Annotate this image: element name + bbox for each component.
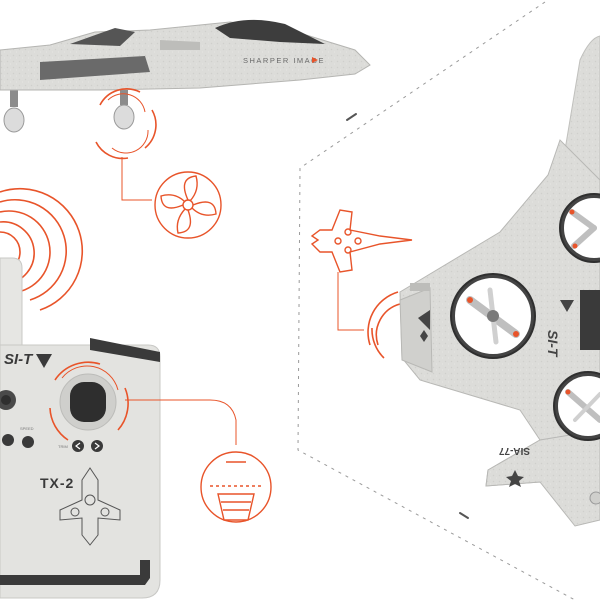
chevron-left-icon bbox=[75, 442, 81, 450]
right-joystick[interactable] bbox=[70, 382, 106, 422]
chevron-right-icon bbox=[94, 442, 100, 450]
rotor-middle bbox=[450, 273, 536, 359]
trim-left-button[interactable] bbox=[72, 440, 84, 452]
controller-logo: SI-T bbox=[4, 351, 34, 368]
wheel-callout bbox=[95, 88, 157, 160]
rear-wheel bbox=[113, 104, 135, 130]
wheel-callout-line bbox=[121, 157, 152, 201]
controller-body bbox=[0, 344, 161, 599]
front-wheel bbox=[3, 107, 25, 133]
brand-text: SHARPER IMAGE bbox=[243, 56, 325, 65]
joystick-callout bbox=[49, 361, 129, 441]
speed-label: SPEED bbox=[20, 426, 34, 431]
jet-icon bbox=[310, 209, 413, 273]
signal-rings bbox=[0, 187, 84, 311]
star-icon bbox=[420, 330, 428, 342]
side-stripe bbox=[40, 56, 150, 80]
drone-intake bbox=[399, 287, 433, 373]
tail-label: SIA-77 bbox=[498, 445, 530, 456]
remote-controller: SI-T SPEED TRIM TX-2 bbox=[0, 257, 161, 599]
rear-gear-strut bbox=[120, 85, 128, 105]
jet-callout-line bbox=[337, 272, 364, 331]
joystick-callout-line bbox=[125, 399, 237, 445]
gimbal-icon bbox=[200, 451, 272, 523]
rotor-bottom bbox=[553, 371, 600, 441]
side-vent bbox=[160, 40, 200, 50]
intake-vent bbox=[410, 283, 430, 291]
controller-bottom-stripe bbox=[0, 560, 150, 585]
drone-tail bbox=[485, 429, 600, 527]
trim-right-button[interactable] bbox=[91, 440, 103, 452]
rear-callout bbox=[367, 291, 401, 359]
drone-top-view: SI-T SIA-77 bbox=[399, 35, 600, 527]
brand-arrow bbox=[312, 57, 318, 63]
controller-logo-mark bbox=[36, 354, 52, 368]
speed-button[interactable] bbox=[22, 436, 34, 448]
propeller-icon bbox=[154, 171, 222, 239]
controller-antenna bbox=[0, 257, 23, 346]
tail-speaker bbox=[589, 491, 600, 505]
intake-chevron-icon bbox=[418, 310, 430, 330]
drone-nose bbox=[564, 35, 600, 191]
controller-top-band bbox=[90, 338, 160, 362]
tail-star-icon bbox=[506, 470, 524, 487]
tail-fin bbox=[70, 28, 135, 46]
controller-jet-outline bbox=[59, 467, 121, 546]
guide-line-accents bbox=[346, 113, 469, 519]
center-panel bbox=[580, 290, 600, 350]
wing-logo-mark bbox=[560, 300, 574, 312]
wing-logo: SI-T bbox=[545, 330, 561, 358]
rotor-top bbox=[559, 193, 600, 263]
front-gear-strut bbox=[10, 85, 18, 107]
trim-label: TRIM bbox=[58, 444, 68, 449]
airplane-side-view: SHARPER IMAGE bbox=[0, 19, 371, 133]
controller-model-label: TX-2 bbox=[40, 475, 74, 491]
canopy bbox=[215, 19, 325, 44]
power-button[interactable] bbox=[2, 434, 14, 446]
